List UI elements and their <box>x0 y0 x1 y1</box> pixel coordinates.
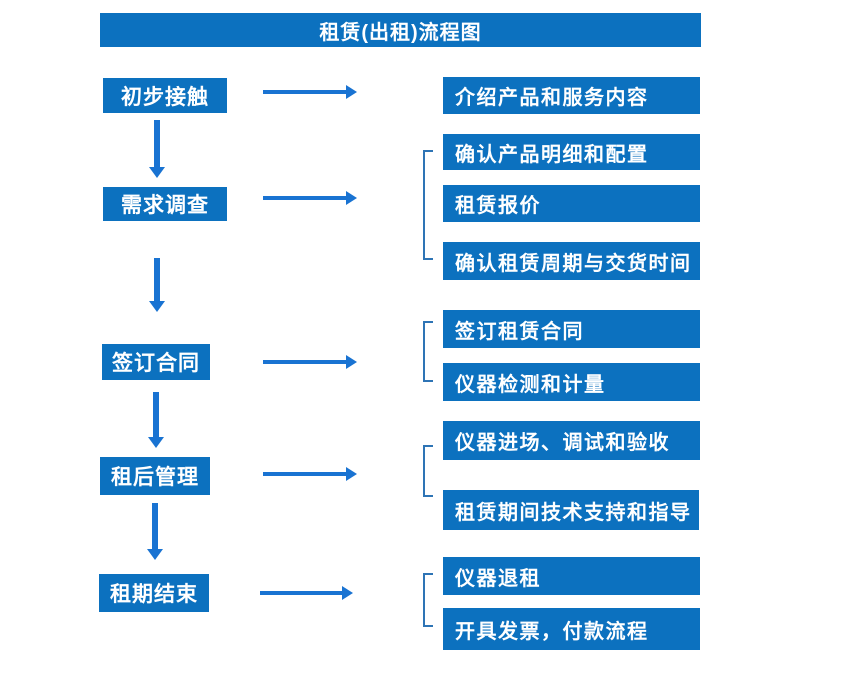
detail-label: 确认租赁周期与交货时间 <box>455 252 692 275</box>
step-box-post-rental-management: 租后管理 <box>100 457 210 495</box>
arrow-shaft <box>263 90 348 94</box>
right-arrow-icon-5 <box>260 586 353 600</box>
arrow-shaft <box>263 472 348 476</box>
step-label: 租后管理 <box>111 466 199 489</box>
arrow-head <box>149 301 165 312</box>
arrow-head <box>147 549 163 560</box>
detail-box-instrument-setup-acceptance: 仪器进场、调试和验收 <box>443 421 700 460</box>
detail-box-introduce-products: 介绍产品和服务内容 <box>443 77 700 114</box>
right-arrow-icon-2 <box>263 191 357 205</box>
step-label: 初步接触 <box>121 85 209 109</box>
detail-label: 租赁报价 <box>455 195 541 217</box>
arrow-shaft <box>263 360 348 364</box>
down-arrow-icon-1 <box>149 120 165 178</box>
detail-box-instrument-testing: 仪器检测和计量 <box>443 363 700 401</box>
arrow-head <box>346 467 357 481</box>
chart-title: 租赁(出租)流程图 <box>319 21 482 44</box>
group-bracket-icon-4 <box>423 573 433 627</box>
step-box-demand-survey: 需求调查 <box>103 187 227 221</box>
arrow-head <box>148 437 164 448</box>
detail-box-confirm-product-details: 确认产品明细和配置 <box>443 134 700 170</box>
detail-label: 介绍产品和服务内容 <box>455 87 649 109</box>
down-arrow-icon-3 <box>148 392 164 448</box>
arrow-shaft <box>260 591 344 595</box>
arrow-shaft <box>154 120 160 169</box>
arrow-head <box>342 586 353 600</box>
arrow-shaft <box>263 196 348 200</box>
arrow-head <box>149 167 165 178</box>
detail-box-rental-quote: 租赁报价 <box>443 185 700 222</box>
arrow-head <box>346 85 357 99</box>
step-label: 签订合同 <box>112 352 200 375</box>
detail-box-sign-rental-contract: 签订租赁合同 <box>443 310 700 348</box>
right-arrow-icon-1 <box>263 85 357 99</box>
detail-box-instrument-return: 仪器退租 <box>443 557 700 595</box>
group-bracket-icon-3 <box>423 445 433 497</box>
arrow-shaft <box>152 503 158 551</box>
detail-box-invoice-payment: 开具发票，付款流程 <box>443 608 700 650</box>
arrow-head <box>346 191 357 205</box>
down-arrow-icon-4 <box>147 503 163 560</box>
arrow-head <box>346 355 357 369</box>
down-arrow-icon-2 <box>149 258 165 312</box>
step-box-rental-end: 租期结束 <box>99 574 209 612</box>
arrow-shaft <box>153 392 159 439</box>
group-bracket-icon-2 <box>423 321 433 382</box>
detail-label: 签订租赁合同 <box>455 320 584 343</box>
group-bracket-icon-1 <box>423 150 433 260</box>
step-box-sign-contract: 签订合同 <box>102 344 210 380</box>
detail-label: 租赁期间技术支持和指导 <box>455 501 692 524</box>
step-label: 需求调查 <box>121 194 209 217</box>
chart-title-bar: 租赁(出租)流程图 <box>100 13 701 47</box>
right-arrow-icon-3 <box>263 355 357 369</box>
detail-label: 开具发票，付款流程 <box>455 620 649 643</box>
detail-box-confirm-rental-period: 确认租赁周期与交货时间 <box>443 242 700 280</box>
step-box-initial-contact: 初步接触 <box>103 78 227 113</box>
detail-label: 仪器检测和计量 <box>455 373 606 396</box>
arrow-shaft <box>154 258 160 303</box>
detail-label: 仪器进场、调试和验收 <box>455 432 670 454</box>
right-arrow-icon-4 <box>263 467 357 481</box>
detail-box-technical-support: 租赁期间技术支持和指导 <box>443 490 699 530</box>
step-label: 租期结束 <box>110 583 198 606</box>
detail-label: 仪器退租 <box>455 567 541 590</box>
detail-label: 确认产品明细和配置 <box>455 143 649 166</box>
